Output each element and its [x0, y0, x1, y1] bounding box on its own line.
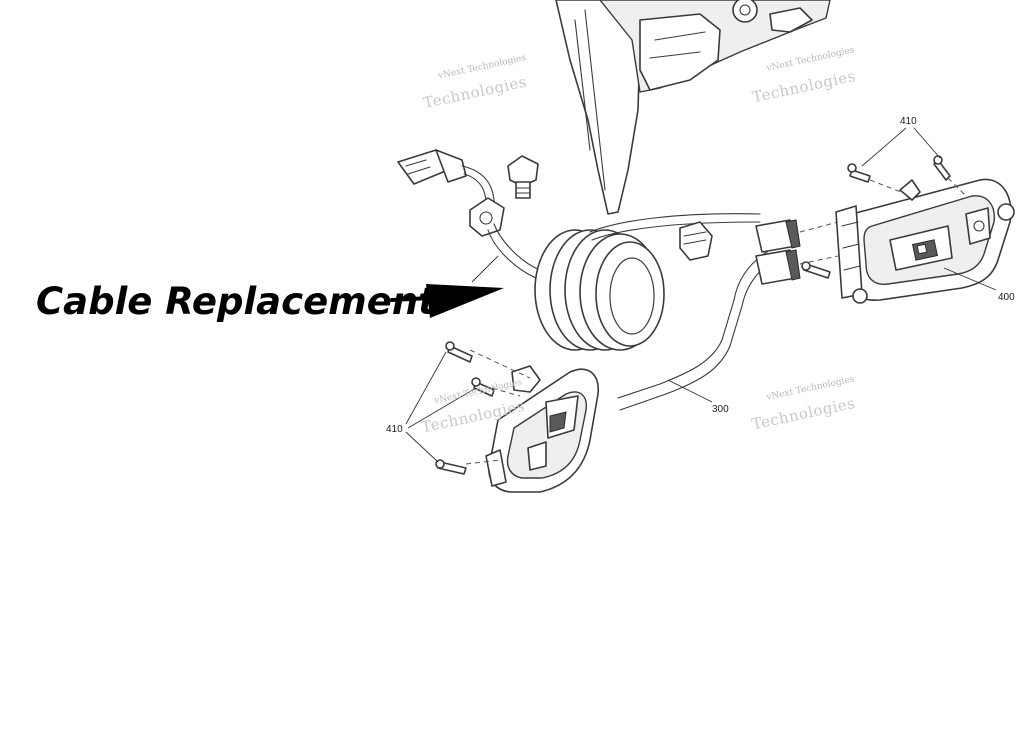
harness-connectors: [755, 219, 839, 285]
cable-clip: [507, 155, 539, 199]
callout-300: 300: [712, 404, 729, 415]
watermark-4: vNext Technologies Technologies: [750, 374, 857, 433]
right-switch-housing: [835, 178, 1015, 304]
grommet: [469, 197, 505, 237]
watermark-line2: Technologies: [750, 394, 857, 433]
handlebar-bracket: [555, 0, 831, 215]
coiled-cable: [487, 213, 761, 351]
watermark-line2: Technologies: [751, 67, 858, 106]
watermark-line2: Technologies: [422, 73, 529, 112]
left-switch-housing: [465, 349, 599, 493]
callout-410-top: 410: [900, 116, 917, 127]
annotation-label: Cable Replacement: [36, 280, 437, 323]
watermark-2: vNext Technologies Technologies: [751, 45, 858, 106]
leader-300: [667, 379, 713, 403]
callout-400: 400: [998, 292, 1015, 303]
screws-bottom: [405, 341, 495, 475]
cable-run: [617, 221, 777, 411]
leader-coil: [471, 255, 499, 283]
annotation-arrow: [390, 284, 504, 318]
watermark-1: vNext Technologies Technologies: [422, 53, 529, 112]
connector-plug: [397, 149, 497, 215]
callout-410-bottom: 410: [386, 424, 403, 435]
leader-400: [943, 267, 997, 291]
screws-top: [801, 127, 967, 279]
